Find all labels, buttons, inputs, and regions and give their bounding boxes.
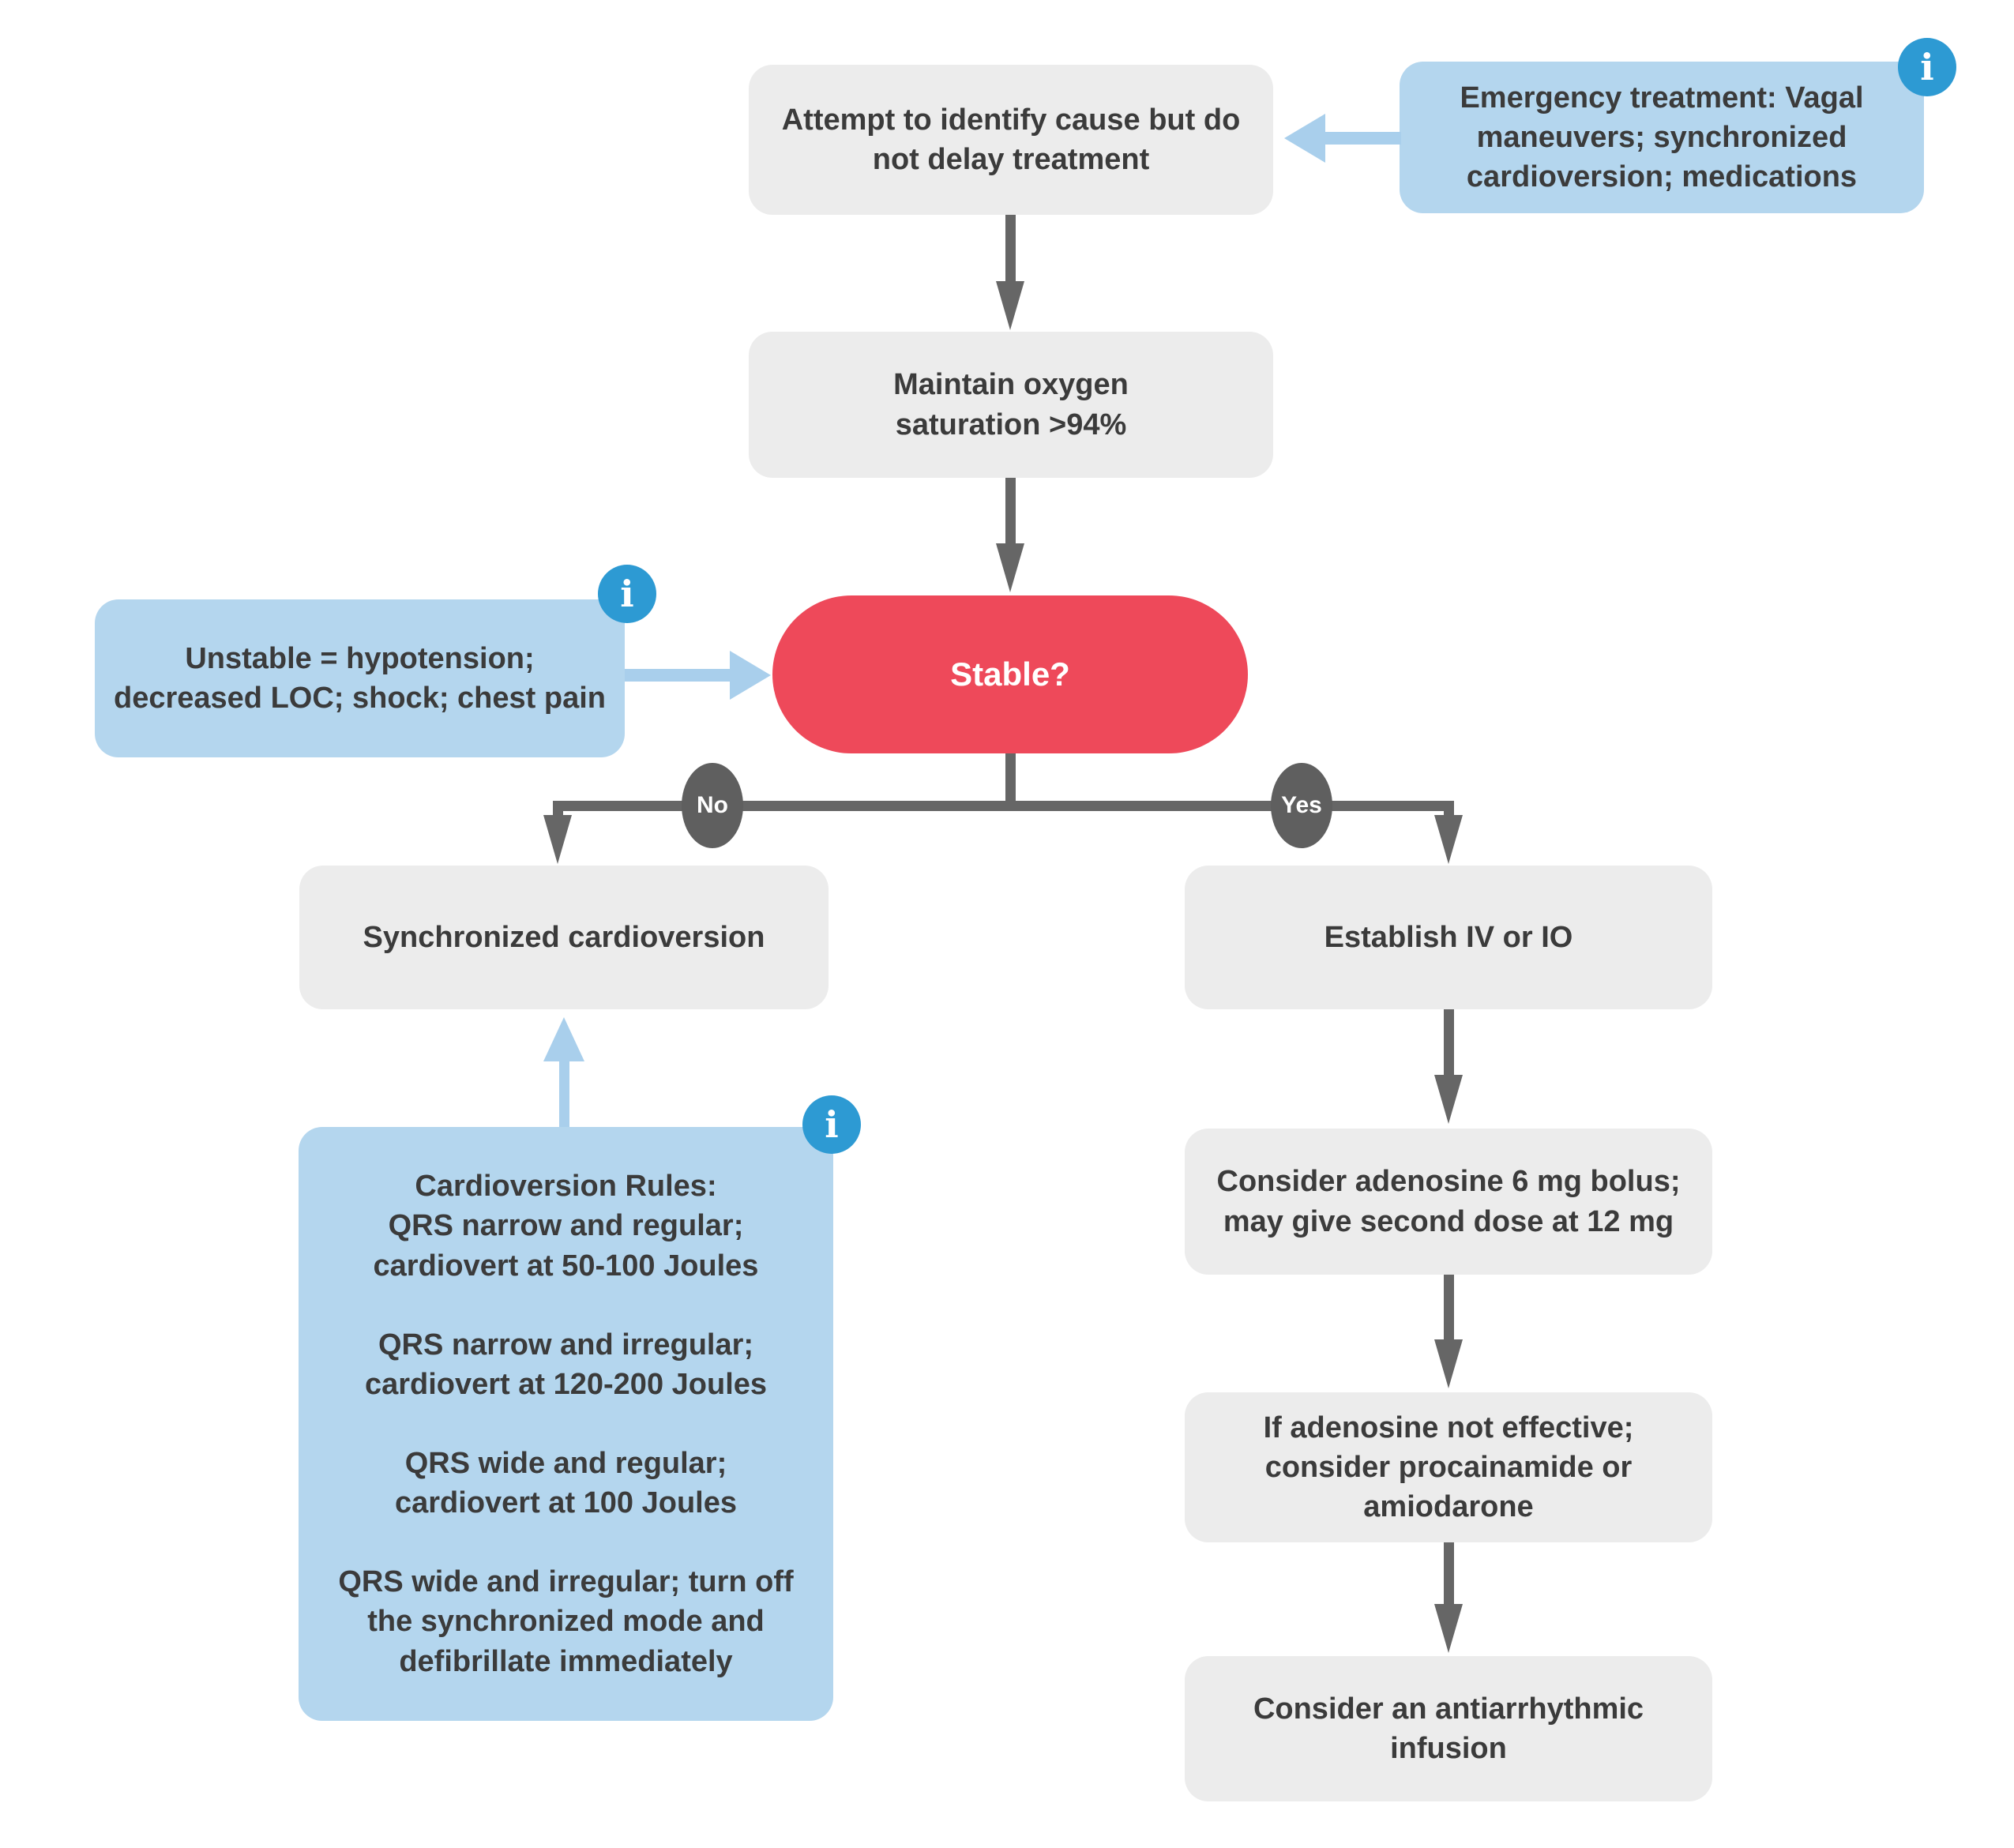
arrowhead-branch-to-establish-iv — [1434, 815, 1463, 864]
callout-unstable-text: Unstable = hypotension; decreased LOC; s… — [114, 641, 606, 715]
info-icon-glyph: i — [825, 1103, 839, 1146]
rule-qrs-wide-regular: QRS wide and regular; cardiovert at 100 … — [395, 1447, 737, 1520]
callout-emergency-text: Emergency treatment: Vagal maneuvers; sy… — [1460, 81, 1864, 194]
decision-stable-text: Stable? — [950, 655, 1070, 693]
info-icon-glyph: i — [620, 573, 634, 615]
rules-title: Cardioversion Rules: — [415, 1170, 717, 1204]
branch-label-no: No — [682, 763, 743, 848]
node-adenosine-not-effective: If adenosine not effective; consider pro… — [1185, 1392, 1712, 1542]
arrowhead-attempt-to-oxygen — [996, 281, 1024, 330]
rule-qrs-narrow-regular: QRS narrow and regular; cardiovert at 50… — [373, 1209, 759, 1283]
arrowhead-procainamide-to-infusion — [1434, 1604, 1463, 1653]
branch-label-yes: Yes — [1271, 763, 1332, 848]
decision-stable: Stable? — [772, 595, 1248, 753]
arrowhead-branch-to-cardioversion — [543, 815, 572, 864]
arrowhead-rules-to-cardioversion — [543, 1017, 584, 1061]
arrowhead-oxygen-to-stable — [996, 543, 1024, 592]
connector-procainamide-to-infusion — [1444, 1542, 1454, 1606]
rule-qrs-wide-irregular: QRS wide and irregular; turn off the syn… — [338, 1565, 794, 1678]
connector-rules-to-cardioversion — [559, 1058, 569, 1128]
branch-no-text: No — [697, 792, 728, 818]
arrowhead-unstable-to-stable — [730, 651, 771, 700]
node-sync-cardioversion-text: Synchronized cardioversion — [363, 920, 765, 954]
connector-stable-to-branch — [1005, 753, 1016, 806]
node-attempt-identify-cause: Attempt to identify cause but do not del… — [749, 65, 1273, 215]
node-synchronized-cardioversion: Synchronized cardioversion — [299, 866, 829, 1009]
connector-attempt-to-oxygen — [1005, 215, 1016, 284]
callout-cardioversion-rules: Cardioversion Rules: QRS narrow and regu… — [299, 1127, 833, 1721]
node-maintain-oxygen: Maintain oxygen saturation >94% — [749, 332, 1273, 478]
arrowhead-establish-to-adenosine — [1434, 1075, 1463, 1124]
connector-establish-to-adenosine — [1444, 1009, 1454, 1076]
node-consider-adenosine: Consider adenosine 6 mg bolus; may give … — [1185, 1129, 1712, 1275]
branch-horizontal-line — [558, 801, 1454, 811]
callout-unstable-definition: Unstable = hypotension; decreased LOC; s… — [95, 599, 625, 757]
arrowhead-emergency-to-attempt — [1284, 114, 1325, 163]
info-icon-emergency[interactable]: i — [1898, 38, 1956, 96]
info-icon-glyph: i — [1920, 46, 1934, 88]
callout-emergency-treatment: Emergency treatment: Vagal maneuvers; sy… — [1400, 62, 1924, 213]
node-infusion-text: Consider an antiarrhythmic infusion — [1253, 1692, 1644, 1765]
connector-adenosine-to-procainamide — [1444, 1275, 1454, 1341]
arrowhead-adenosine-to-procainamide — [1434, 1339, 1463, 1388]
connector-unstable-to-stable — [625, 669, 731, 682]
info-icon-cardioversion-rules[interactable]: i — [802, 1095, 861, 1154]
node-oxygen-text: Maintain oxygen saturation >94% — [893, 368, 1129, 441]
connector-branch-to-cardioversion — [553, 801, 563, 817]
node-antiarrhythmic-infusion: Consider an antiarrhythmic infusion — [1185, 1656, 1712, 1801]
rule-qrs-narrow-irregular: QRS narrow and irregular; cardiovert at … — [364, 1328, 768, 1401]
node-establish-iv-text: Establish IV or IO — [1324, 920, 1573, 954]
connector-branch-to-establish-iv — [1444, 801, 1454, 817]
connector-emergency-to-attempt — [1324, 132, 1401, 145]
node-adenosine-text: Consider adenosine 6 mg bolus; may give … — [1216, 1165, 1681, 1238]
node-not-effective-text: If adenosine not effective; consider pro… — [1263, 1410, 1634, 1524]
node-attempt-text: Attempt to identify cause but do not del… — [781, 103, 1241, 176]
branch-yes-text: Yes — [1281, 792, 1322, 818]
info-icon-unstable[interactable]: i — [598, 565, 656, 623]
node-establish-iv-io: Establish IV or IO — [1185, 866, 1712, 1009]
connector-oxygen-to-stable — [1005, 478, 1016, 545]
